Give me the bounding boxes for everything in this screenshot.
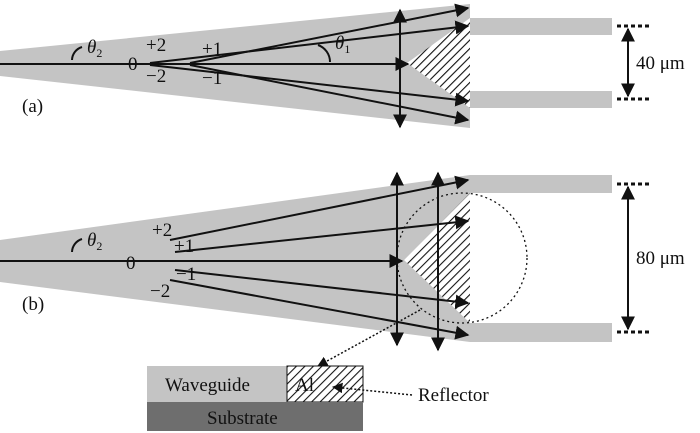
order-label-b-zero: 0 [126,253,136,274]
panel-b-label: (b) [22,294,44,315]
inset-waveguide-label: Waveguide [165,375,250,396]
panel-a: (a) θ2 θ1 +2 +1 0 −1 −2 40 μm [0,3,685,129]
panel-a-label: (a) [22,96,43,117]
ray-b-plus2 [169,175,470,241]
order-label-a-minus2: −2 [146,66,166,87]
order-label-b-minus1: −1 [176,264,196,285]
ray-a-plus1 [149,20,470,64]
spacing-label-a: 40 μm [636,53,685,74]
cross-section-inset: Waveguide Al Substrate Reflector [147,309,489,431]
ray-a-minus1 [149,64,470,107]
panel-b: (b) θ2 +2 +1 0 −1 −2 80 μm [0,171,685,352]
ray-a-plus2 [189,3,470,64]
angle-arc-b-taper [71,238,83,253]
ray-b-minus1 [174,269,470,309]
callout-line [317,309,421,367]
order-label-b-minus2: −2 [150,281,170,302]
inset-substrate [147,402,363,431]
order-label-a-plus1: +1 [202,39,222,60]
theta2-b: θ2 [87,230,102,253]
reflector-label: Reflector [418,385,489,406]
ray-b-minus2 [169,279,470,340]
ray-a-minus2 [189,64,470,125]
ray-b-plus1 [174,215,470,253]
order-label-b-plus2: +2 [152,220,172,241]
angle-arc-a-beam [317,44,332,63]
theta2-a: θ2 [87,37,102,60]
output-waveguide-a-bottom [470,91,612,108]
output-waveguide-b-top [470,175,612,193]
taper-b [0,175,470,342]
theta1-a: θ1 [335,33,350,56]
reflector-a [407,18,470,108]
output-waveguide-a-top [470,18,612,35]
order-label-a-plus2: +2 [146,35,166,56]
inset-al-label: Al [295,375,314,396]
reflector-pointer [331,382,413,396]
order-label-a-zero: 0 [128,54,138,75]
inset-substrate-label: Substrate [207,408,278,429]
zoom-circle [396,192,528,324]
order-label-b-plus1: +1 [174,236,194,257]
order-label-a-minus1: −1 [202,68,222,89]
spacing-label-b: 80 μm [636,248,685,269]
output-waveguide-b-bottom [470,323,612,342]
inset-waveguide [147,366,287,402]
angle-arc-a-taper [71,46,83,61]
